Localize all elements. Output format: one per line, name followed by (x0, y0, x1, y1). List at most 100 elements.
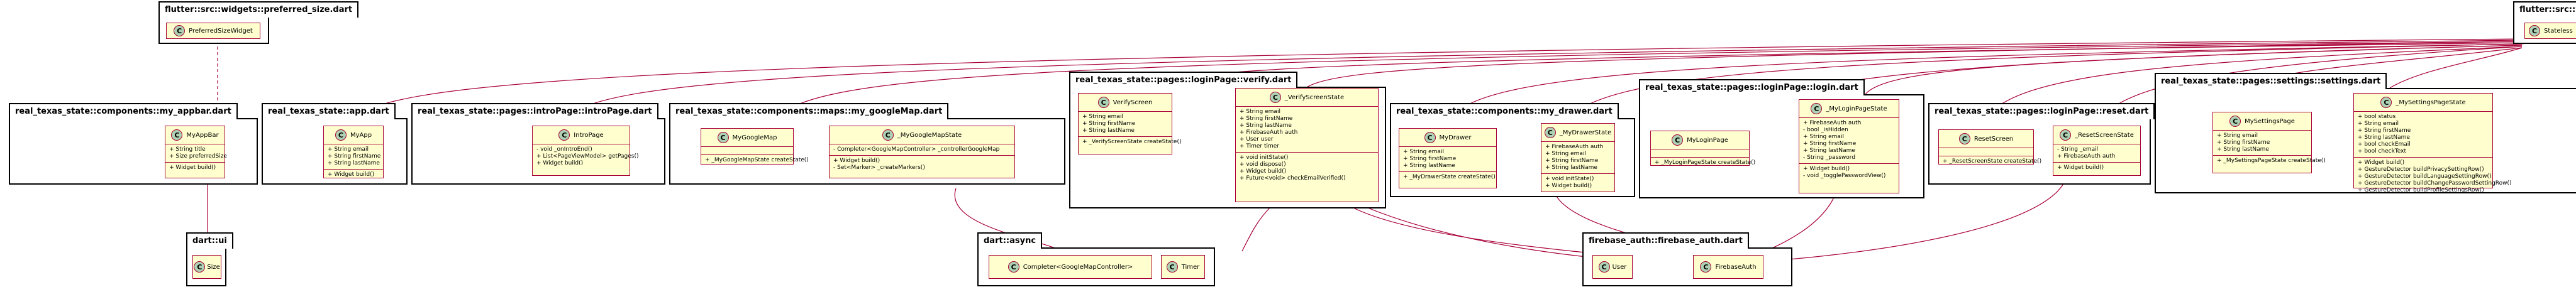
methods-section: + _MyGoogleMapState createState() (701, 155, 809, 166)
class-verify-screen[interactable]: C VerifyScreen + String email + String fi… (1078, 93, 1181, 154)
fields-section: - Completer<GoogleMapController> _contro… (830, 144, 1014, 156)
method: + List<PageViewModel> getPages() (536, 153, 639, 160)
methods-section: + _MySettingsPageState createState() (2213, 156, 2326, 166)
methods-section: + Widget build() - Set<Marker> _createMa… (830, 156, 1014, 173)
field: + String email (2358, 121, 2399, 127)
field: + String lastName (2358, 134, 2410, 141)
package-intro-page: real_texas_state::pages::introPage::intr… (411, 103, 665, 185)
package-reset: real_texas_state::pages::loginPage::rese… (1928, 103, 2155, 185)
field: + FirebaseAuth auth (1545, 144, 1604, 150)
field: + String firstName (1545, 158, 1599, 164)
methods-section: + _VerifyScreenState createState() (1079, 137, 1181, 148)
package-settings: real_texas_state::pages::settings::setti… (2155, 73, 2576, 193)
class-name: _ResetScreenState (2075, 131, 2134, 139)
package-title: real_texas_state::pages::settings::setti… (2155, 73, 2387, 89)
class-icon: C (1544, 127, 1556, 138)
class-my-drawer-state[interactable]: C_MyDrawerState + FirebaseAuth auth + St… (1541, 123, 1615, 192)
method: + GestureDetector buildProfileSettingsRo… (2358, 187, 2484, 193)
field: + String email (1240, 109, 1280, 115)
class-icon: C (1166, 261, 1178, 273)
field: + String email (328, 146, 369, 153)
class-icon: C (1097, 97, 1109, 108)
class-name: User (1612, 263, 1627, 271)
class-name: PreferredSizeWidget (189, 27, 253, 35)
package-title: real_texas_state::components::my_drawer.… (1390, 103, 1619, 119)
class-icon: C (1008, 261, 1019, 273)
edge-settingsstate-stateless (2389, 47, 2523, 89)
class-name: _MySettingsPageState (2396, 99, 2466, 106)
field: + String title (169, 146, 206, 153)
class-icon: C (1424, 132, 1436, 143)
field: + String lastName (1803, 148, 1855, 154)
field: + FirebaseAuth auth (1240, 129, 1298, 136)
fields-section: + String email + String firstName + Stri… (1236, 107, 1378, 153)
method: + Widget build() (328, 171, 375, 178)
fields-section (1651, 149, 1749, 158)
class-verify-screen-state[interactable]: C_VerifyScreenState + String email + Str… (1235, 88, 1379, 202)
methods-section: + _MyLoginPageState createState() (1651, 158, 1755, 168)
class-icon: C (882, 129, 894, 141)
class-icon: C (1672, 134, 1684, 146)
class-icon: C (335, 129, 347, 141)
method: - void _onIntroEnd() (536, 146, 592, 153)
fields-section: + String email + String firstName + Stri… (1079, 112, 1172, 137)
method: + _ResetScreenState createState() (1943, 158, 2042, 165)
class-name: MyDrawer (1439, 134, 1472, 141)
field: + String firstName (2217, 139, 2270, 146)
method: + Widget build() (536, 160, 584, 166)
field: + bool checkText (2358, 148, 2407, 154)
class-icon: C (1811, 103, 1823, 114)
fields-section: + String email + String firstName + Stri… (1399, 147, 1496, 172)
class-my-login-page-state[interactable]: C_MyLoginPageState + FirebaseAuth auth -… (1799, 99, 1899, 193)
class-my-google-map-state[interactable]: C_MyGoogleMapState - Completer<GoogleMap… (829, 126, 1015, 178)
edge-loginstate-firebaseauth (1760, 191, 1837, 254)
field: + String email (1803, 134, 1844, 140)
class-name: MyLoginPage (1687, 136, 1728, 144)
methods-section: + void initState() + void dispose() + Wi… (1236, 153, 1378, 184)
method: + _MySettingsPageState createState() (2217, 158, 2326, 164)
class-icon: C (1269, 92, 1281, 103)
package-title: real_texas_state::components::maps::my_g… (669, 103, 949, 119)
package-title: dart::async (977, 232, 1043, 249)
field: + String email (1082, 114, 1123, 120)
field: + String email (2217, 132, 2258, 139)
methods-section: + Widget build() (2053, 163, 2140, 173)
class-name: VerifyScreen (1113, 99, 1153, 106)
class-name: MyApp (350, 131, 372, 139)
field: + String firstName (1403, 156, 1457, 162)
method: + _MyDrawerState createState() (1403, 174, 1496, 180)
methods-section: + _ResetScreenState createState() (1939, 156, 2042, 167)
field: - String _email (2057, 146, 2099, 153)
field: + String email (1403, 149, 1444, 155)
method: + Future<void> checkEmailVerified() (1240, 175, 1346, 181)
package-preferred-size: flutter::src::widgets::preferred_size.da… (158, 1, 359, 44)
package-title: real_texas_state::app.dart (262, 103, 396, 119)
method: + GestureDetector buildChangePasswordSet… (2358, 180, 2512, 187)
class-reset-screen-state[interactable]: C_ResetScreenState - String _email + Fir… (2053, 126, 2141, 176)
fields-section: + FirebaseAuth auth - bool _isHidden + S… (1799, 118, 1899, 164)
field: + Size preferredSize (169, 153, 227, 160)
field: - Completer<GoogleMapController> _contro… (833, 146, 1000, 153)
class-my-settings-page-state[interactable]: C_MySettingsPageState + bool status + St… (2353, 93, 2512, 193)
package-title: real_texas_state::pages::loginPage::veri… (1069, 72, 1298, 88)
field: + String lastName (1082, 127, 1135, 134)
method: + Widget build() (1240, 168, 1287, 175)
